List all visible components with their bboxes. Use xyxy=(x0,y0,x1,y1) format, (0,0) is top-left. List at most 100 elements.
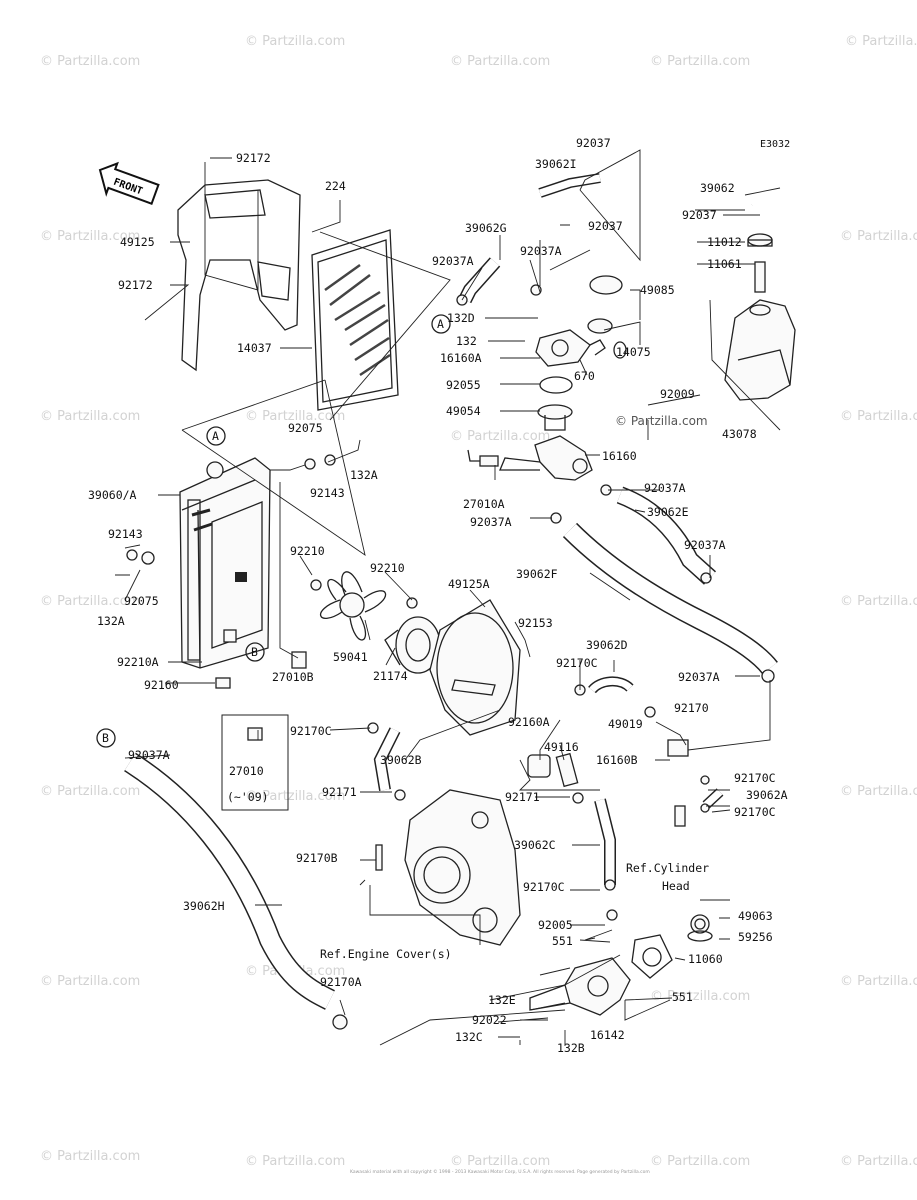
part-label: 39062A xyxy=(746,788,788,802)
watermark: © Partzilla.com xyxy=(40,409,140,424)
reservoir-cap xyxy=(747,233,773,293)
watermark: © Partzilla.com xyxy=(40,1149,140,1164)
part-label: 39062 xyxy=(700,181,735,195)
part-label: 39062I xyxy=(535,157,577,171)
part-label: 39060/A xyxy=(88,488,137,502)
radiator xyxy=(179,457,271,669)
part-label: 92037 xyxy=(588,219,623,233)
part-label: 16160A xyxy=(440,351,482,365)
part-label: 132E xyxy=(488,993,516,1007)
reference-markers: A A B B xyxy=(96,314,451,748)
front-arrow-icon: FRONT xyxy=(98,161,160,205)
watermark: © Partzilla.com xyxy=(245,409,345,424)
part-label: 92075 xyxy=(288,421,323,435)
watermark: © Partzilla.com xyxy=(845,34,917,49)
temperature-sensor xyxy=(467,449,499,467)
part-label: 27010 xyxy=(229,764,264,778)
ref-marker-a: A xyxy=(437,317,444,331)
coolant-hoses xyxy=(124,173,778,1010)
part-label: Head xyxy=(662,879,690,893)
part-label: 11061 xyxy=(707,257,742,271)
part-label: 16160B xyxy=(596,753,638,767)
part-label: 92037A xyxy=(644,481,686,495)
part-label: 92075 xyxy=(124,594,159,608)
part-label: 39062E xyxy=(647,505,689,519)
part-label: 92170C xyxy=(734,805,776,819)
cooling-fan xyxy=(319,571,387,641)
part-label: 43078 xyxy=(722,427,757,441)
watermark: © Partzilla.com xyxy=(40,594,140,609)
part-label: 59041 xyxy=(333,650,368,664)
watermark: © Partzilla.com xyxy=(450,1154,550,1169)
part-label: 39062G xyxy=(465,221,507,235)
part-label: 92037A xyxy=(470,515,512,529)
part-label: 92037A xyxy=(684,538,726,552)
part-label: 14037 xyxy=(237,341,272,355)
part-label: 39062H xyxy=(183,899,225,913)
copyright-notice: Kawasaki material with all copyright © 1… xyxy=(350,1168,650,1175)
part-label: 92172 xyxy=(118,278,153,292)
part-label: 16142 xyxy=(590,1028,625,1042)
watermark: © Partzilla.com xyxy=(840,974,917,989)
part-label: 132 xyxy=(456,334,477,348)
part-label: 92143 xyxy=(108,527,143,541)
part-label: 92037A xyxy=(520,244,562,258)
water-pump xyxy=(529,957,631,1016)
watermark-layer: © Partzilla.com © Partzilla.com © Partzi… xyxy=(40,34,917,1169)
watermark: © Partzilla.com xyxy=(450,54,550,69)
part-label: 224 xyxy=(325,179,346,193)
part-label: 92210A xyxy=(117,655,159,669)
radiator-cap xyxy=(587,275,627,359)
part-label: 14075 xyxy=(616,345,651,359)
part-label: 92055 xyxy=(446,378,481,392)
part-label: 27010B xyxy=(272,670,314,684)
part-labels: 92172 49125 224 92172 14037 92037 39062I… xyxy=(88,136,788,1055)
watermark: © Partzilla.com xyxy=(40,974,140,989)
part-label: 92153 xyxy=(518,616,553,630)
watermark: © Partzilla.com xyxy=(245,1154,345,1169)
watermark: © Partzilla.com xyxy=(840,784,917,799)
part-label: 49085 xyxy=(640,283,675,297)
part-label: 92037A xyxy=(678,670,720,684)
part-label: 92160A xyxy=(508,715,550,729)
part-label: 551 xyxy=(672,990,693,1004)
o-ring xyxy=(539,376,573,394)
part-label: 92171 xyxy=(505,790,540,804)
pump-cover xyxy=(631,934,673,979)
part-label: Ref.Cylinder xyxy=(626,861,709,875)
part-label: 49063 xyxy=(738,909,773,923)
part-label: 132C xyxy=(455,1030,483,1044)
part-label: 92210 xyxy=(370,561,405,575)
watermark: © Partzilla.com xyxy=(650,54,750,69)
part-label: 92170A xyxy=(320,975,362,989)
watermark: © Partzilla.com xyxy=(40,54,140,69)
part-label: 27010A xyxy=(463,497,505,511)
fan-motor xyxy=(384,616,441,674)
radiator-shroud xyxy=(177,179,301,372)
watermark: © Partzilla.com xyxy=(650,1154,750,1169)
part-label: (~'09) xyxy=(227,790,269,804)
part-label: 11012 xyxy=(707,235,742,249)
part-label: 39062D xyxy=(586,638,628,652)
part-label: 92172 xyxy=(236,151,271,165)
watermark: © Partzilla.com xyxy=(840,594,917,609)
ref-marker-b: B xyxy=(251,645,258,659)
watermark: © Partzilla.com xyxy=(650,989,750,1004)
part-label: 132A xyxy=(97,614,125,628)
part-label: 92022 xyxy=(472,1013,507,1027)
small-parts xyxy=(126,284,775,1030)
part-label: 11060 xyxy=(688,952,723,966)
part-label: 670 xyxy=(574,369,595,383)
part-label: 39062B xyxy=(380,753,422,767)
part-label: 132B xyxy=(557,1041,585,1055)
leader-lines xyxy=(115,149,781,1046)
part-label: 49116 xyxy=(544,740,579,754)
part-label: 49054 xyxy=(446,404,481,418)
water-outlet-housing xyxy=(499,435,593,481)
part-label: 59256 xyxy=(738,930,773,944)
watermark: © Partzilla.com xyxy=(840,409,917,424)
part-label: 92037A xyxy=(432,254,474,268)
part-label: 92170C xyxy=(523,880,565,894)
part-label: 92160 xyxy=(144,678,179,692)
watermark: © Partzilla.com xyxy=(245,789,345,804)
